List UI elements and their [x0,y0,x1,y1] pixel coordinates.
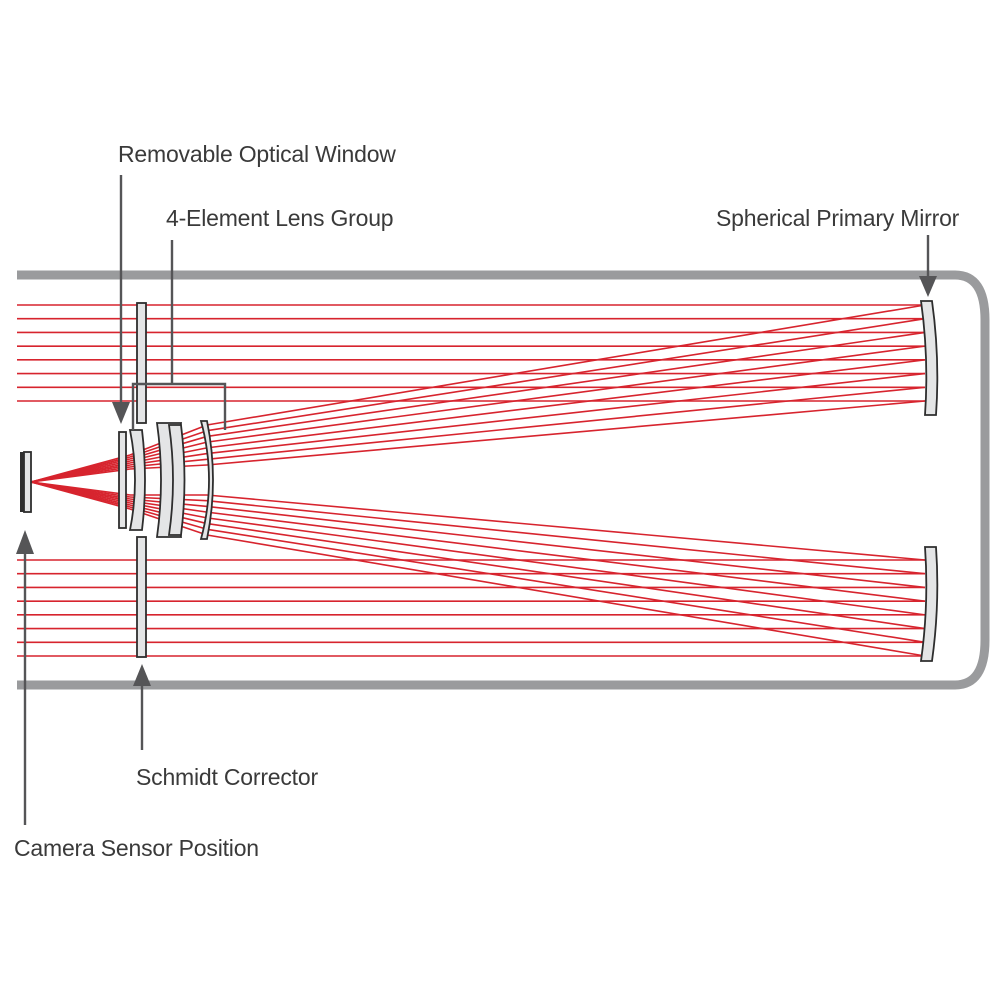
ray-lower-reflected [206,499,926,575]
ray-upper-focus [30,468,131,483]
ray-lower-reflected [206,528,926,644]
ray-lower-reflected [206,534,926,657]
ray-lower-reflected [206,517,926,616]
ray-lower-reflected [206,511,926,602]
label-lens-group: 4-Element Lens Group [166,205,393,231]
schmidt-corrector-arrowhead [133,664,151,686]
primary-mirror-lower [919,546,939,662]
ray-lower-reflected [206,522,926,630]
ray-upper-reflected [206,304,926,426]
label-primary-mirror: Spherical Primary Mirror [716,205,960,231]
primary-mirror-arrowhead [919,276,937,297]
camera-sensor-back [20,452,24,512]
label-schmidt-corrector: Schmidt Corrector [136,764,318,790]
removable-optical-window [118,431,127,529]
light-rays [17,304,926,657]
lens-element-3 [167,424,186,536]
ray-lower-reflected [206,505,926,589]
ray-upper-reflected [206,331,926,438]
label-camera-sensor: Camera Sensor Position [14,835,259,861]
ray-lower-reflected [206,494,926,561]
camera-sensor [23,451,32,513]
ray-upper-reflected [206,400,926,466]
ray-lower-focus [30,481,131,510]
lens-element-4 [199,420,214,540]
ray-upper-reflected [206,386,926,461]
label-removable-optical-window: Removable Optical Window [118,141,396,167]
telescope-tube-outline [17,270,990,690]
lens-element-1 [128,429,146,531]
removable-window-arrowhead [112,402,130,424]
primary-mirror-upper [919,300,939,416]
ray-upper-reflected [206,359,926,449]
schmidt-corrector-lower [136,536,147,658]
ray-upper-reflected [206,317,926,432]
schmidt-corrector-upper [136,302,147,424]
ray-upper-reflected [206,345,926,443]
lens-group-bracket [131,382,227,430]
camera-sensor-arrowhead [16,530,34,554]
